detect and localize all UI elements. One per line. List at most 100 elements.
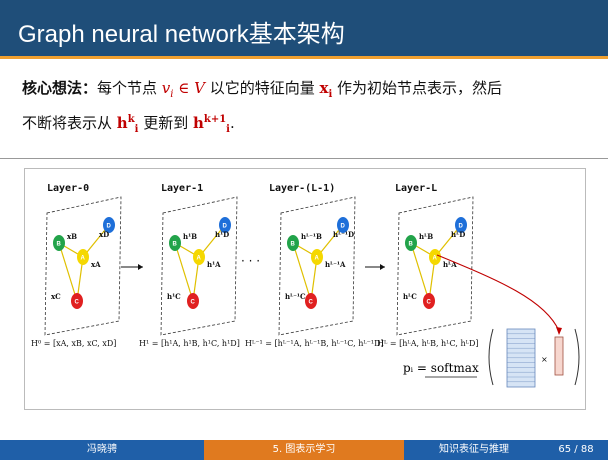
node-feature-label: h¹D [215, 230, 229, 239]
node-feature-label: hᴸ⁻¹B [301, 232, 322, 241]
node-letter: C [309, 300, 314, 306]
node-feature-label: xA [91, 260, 101, 269]
graph-node-b [287, 235, 299, 251]
math-x: xi [319, 79, 333, 100]
text-part: 以它的特征向量 [204, 79, 320, 97]
formula-h1: H¹ = [h¹A, h¹B, h¹C, h¹D] [139, 339, 240, 348]
graph-node-a [429, 249, 441, 265]
node-letter: A [81, 256, 86, 262]
readout-arrow [436, 254, 560, 332]
layer-label-l: Layer-L [395, 183, 438, 194]
node-letter: C [427, 300, 432, 306]
math-h-sub: i [134, 124, 139, 135]
graph-edge [410, 242, 430, 302]
node-feature-label: h¹A [207, 260, 221, 269]
node-letter: D [223, 224, 228, 230]
graph-plane [160, 196, 238, 336]
ellipsis: · · · [241, 254, 260, 268]
core-idea-text: 核心想法：每个节点 vi ∈ V 以它的特征向量 xi 作为初始节点表示，然后 … [22, 76, 592, 142]
node-feature-label: hᴸ⁻¹A [325, 260, 346, 269]
graph-plane [396, 196, 474, 336]
graph-edge [174, 242, 194, 302]
math-h-k1: hk+1i [192, 114, 230, 135]
graph-node-c [71, 293, 83, 309]
multiply-sign: × [541, 355, 548, 364]
softmax-output: pᵢ = softmax [403, 361, 479, 375]
footer-page: 65 / 88 [544, 440, 608, 460]
math-h-sup: k+1 [203, 114, 227, 125]
node-letter: D [341, 224, 346, 230]
divider [0, 158, 608, 159]
math-node: vi ∈ V [161, 79, 205, 100]
graph-node-c [423, 293, 435, 309]
node-feature-label: hᴸA [443, 260, 457, 269]
footer: 冯晓骋 5. 图表示学习 知识表征与推理 65 / 88 [0, 440, 608, 460]
graph-plane [278, 196, 356, 336]
node-letter: A [433, 256, 438, 262]
node-letter: A [197, 256, 202, 262]
layer-label-0: Layer-0 [47, 183, 90, 194]
matrix-bracket-right [574, 328, 580, 386]
graph-node-d [219, 217, 231, 233]
footer-course: 知识表征与推理 [404, 440, 544, 460]
node-letter: C [75, 300, 80, 306]
node-feature-label: xC [51, 292, 61, 301]
node-feature-label: hᴸD [451, 230, 465, 239]
graph-node-a [193, 249, 205, 265]
text-part: 更新到 [138, 114, 193, 132]
node-letter: B [57, 242, 62, 248]
graph-node-b [169, 235, 181, 251]
core-idea-label: 核心想法： [22, 79, 98, 97]
node-letter: D [459, 224, 464, 230]
node-letter: B [291, 242, 296, 248]
title-bar: Graph neural network基本架构 [0, 0, 608, 56]
node-feature-label: h¹C [167, 292, 181, 301]
node-feature-label: hᴸB [419, 232, 433, 241]
layer-label-l-1: Layer-(L-1) [269, 183, 336, 194]
arrow-head [380, 264, 385, 270]
node-letter: A [315, 256, 320, 262]
graph-node-d [455, 217, 467, 233]
graph-node-c [187, 293, 199, 309]
graph-node-d [103, 217, 115, 233]
output-vector [554, 336, 564, 376]
math-x-letter: x [319, 79, 329, 97]
formula-h0: H⁰ = [xA, xB, xC, xD] [31, 339, 117, 348]
node-feature-label: hᴸ⁻¹C [285, 292, 306, 301]
graph-node-c [305, 293, 317, 309]
node-feature-label: xD [99, 230, 109, 239]
node-feature-label: xB [67, 232, 77, 241]
math-h-k: hki [116, 114, 139, 135]
graph-edge [58, 242, 78, 302]
node-letter: D [107, 224, 112, 230]
node-feature-label: hᴸC [403, 292, 417, 301]
graph-plane [44, 196, 122, 336]
math-h: h [116, 114, 128, 132]
node-feature-label: hᴸ⁻¹D [333, 230, 354, 239]
gnn-diagram: BxBDxDAxACxCBh¹BDh¹DAh¹ACh¹CBhᴸ⁻¹BDhᴸ⁻¹D… [44, 196, 580, 388]
layer-label-1: Layer-1 [161, 183, 204, 194]
math-h-sup: k [127, 114, 135, 125]
slide-title: Graph neural network基本架构 [18, 21, 345, 48]
math-h: h [192, 114, 204, 132]
text-part: 每个节点 [97, 79, 162, 97]
title-underline [0, 56, 608, 59]
matrix-bracket-left [488, 328, 494, 386]
graph-node-a [311, 249, 323, 265]
formula-hl-1: Hᴸ⁻¹ = [hᴸ⁻¹A, hᴸ⁻¹B, hᴸ⁻¹C, hᴸ⁻¹D] [245, 339, 384, 348]
graph-edge [292, 242, 312, 302]
arrow-head [556, 327, 562, 335]
formula-hl: Hᴸ = [hᴸA, hᴸB, hᴸC, hᴸD] [377, 339, 479, 348]
node-letter: C [191, 300, 196, 306]
math-x-sub: i [328, 89, 333, 100]
arrow-head [138, 264, 143, 270]
text-part: 不断将表示从 [22, 114, 117, 132]
graph-node-a [77, 249, 89, 265]
node-letter: B [173, 242, 178, 248]
math-v: v [161, 79, 171, 97]
graph-node-b [405, 235, 417, 251]
graph-node-b [53, 235, 65, 251]
footer-author: 冯晓骋 [0, 440, 204, 460]
text-part: 作为初始节点表示，然后 [332, 79, 503, 97]
